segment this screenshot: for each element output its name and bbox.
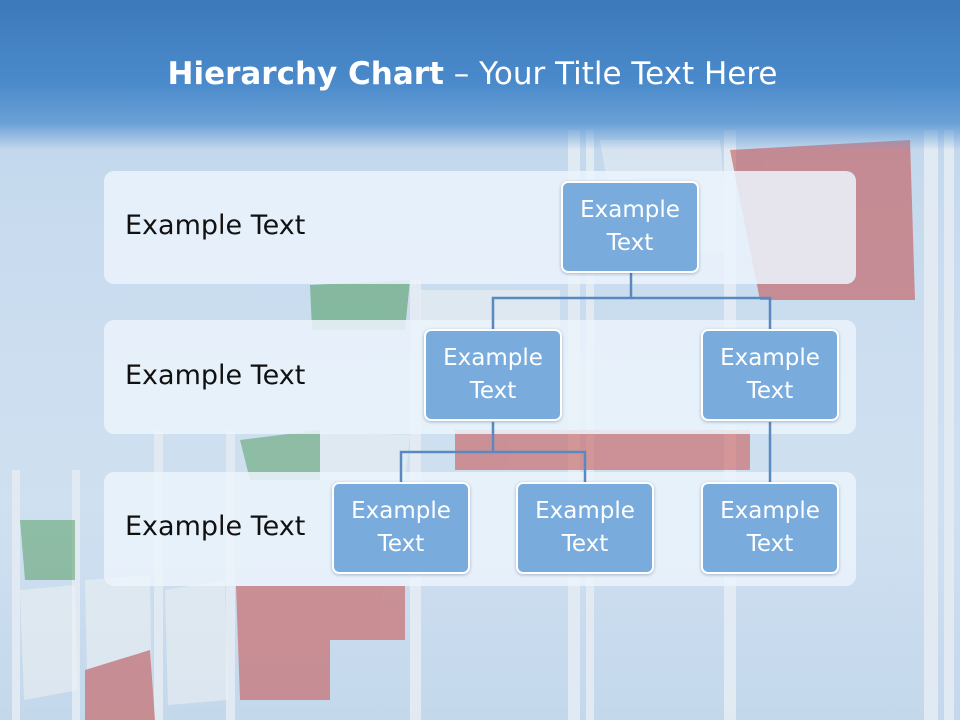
node-mid-right[interactable]: Example Text <box>701 329 839 421</box>
node-leaf-2[interactable]: Example Text <box>516 482 654 574</box>
title-rest: – Your Title Text Here <box>443 56 778 92</box>
slide-title: Hierarchy Chart – Your Title Text Here <box>0 56 945 92</box>
node-leaf-2-label: Example Text <box>535 498 635 557</box>
node-leaf-3[interactable]: Example Text <box>701 482 839 574</box>
node-mid-right-label: Example Text <box>720 345 820 404</box>
connector-root-midright <box>631 296 772 330</box>
node-leaf-1[interactable]: Example Text <box>332 482 470 574</box>
connector-midleft-leaf1 <box>399 422 495 483</box>
node-root-label: Example Text <box>580 197 680 256</box>
level-label-1: Example Text <box>125 210 306 241</box>
node-leaf-3-label: Example Text <box>720 498 820 557</box>
level-label-3: Example Text <box>125 511 306 542</box>
level-band-1 <box>104 171 856 284</box>
connector-midleft-leaf2 <box>493 450 587 483</box>
connector-root-midleft <box>491 273 633 330</box>
level-label-2: Example Text <box>125 360 306 391</box>
node-leaf-1-label: Example Text <box>351 498 451 557</box>
node-mid-left-label: Example Text <box>443 345 543 404</box>
node-root[interactable]: Example Text <box>561 181 699 273</box>
title-band <box>0 0 960 150</box>
node-mid-left[interactable]: Example Text <box>424 329 562 421</box>
title-bold: Hierarchy Chart <box>167 56 444 92</box>
